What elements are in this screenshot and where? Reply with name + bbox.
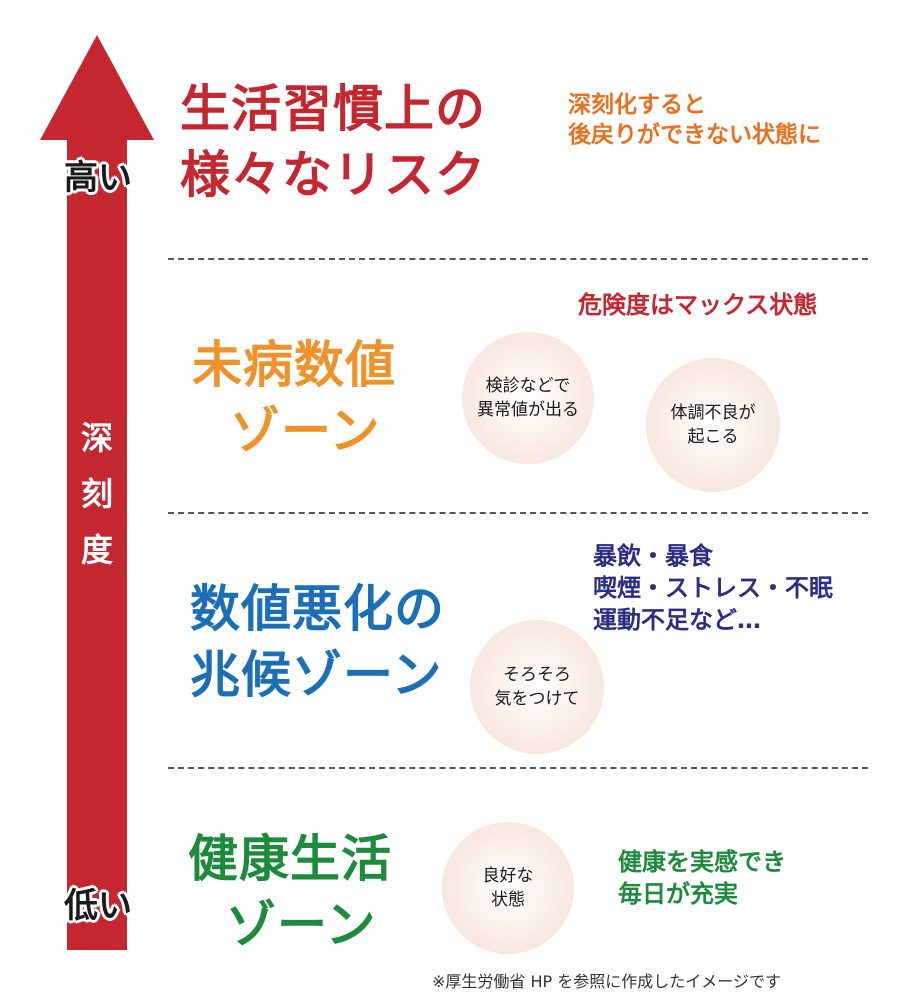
source-footnote: ※厚生労働省 HP を参照に作成したイメージです	[432, 972, 781, 991]
mibyo-zone-note: 危険度はマックス状態	[578, 291, 818, 319]
sign-zone-title: 数値悪化の 兆候ゾーン	[190, 580, 445, 704]
severity-arrow-shaft	[67, 138, 127, 950]
mibyo-zone-title: 未病数値 ゾーン	[192, 336, 396, 460]
health-bubble-good-state: 良好な 状態	[442, 822, 574, 954]
risk-zone-title: 生活習慣上の 様々なリスク	[180, 80, 486, 204]
arrow-up-icon	[40, 35, 154, 140]
risk-zone-note: 深刻化すると 後戻りができない状態に	[568, 92, 821, 148]
sign-bubble-be-careful: そろそろ 気をつけて	[470, 620, 604, 754]
mibyo-bubble-poor-condition: 体調不良が 起こる	[646, 358, 780, 492]
mibyo-bubble-abnormal-values: 検診などで 異常値が出る	[462, 332, 594, 464]
zone-divider	[168, 767, 868, 769]
health-zone-note: 健康を実感でき 毎日が充実	[618, 848, 786, 908]
zone-divider	[168, 258, 868, 260]
health-zone-title: 健康生活 ゾーン	[188, 830, 392, 954]
severity-axis-label: 深 刻 度	[80, 419, 113, 569]
arrow-high-label: 高い	[64, 158, 132, 198]
arrow-low-label: 低い	[64, 886, 132, 926]
sign-zone-causes: 暴飲・暴食 喫煙・ストレス・不眠 運動不足など…	[593, 542, 833, 634]
zone-divider	[168, 512, 868, 514]
